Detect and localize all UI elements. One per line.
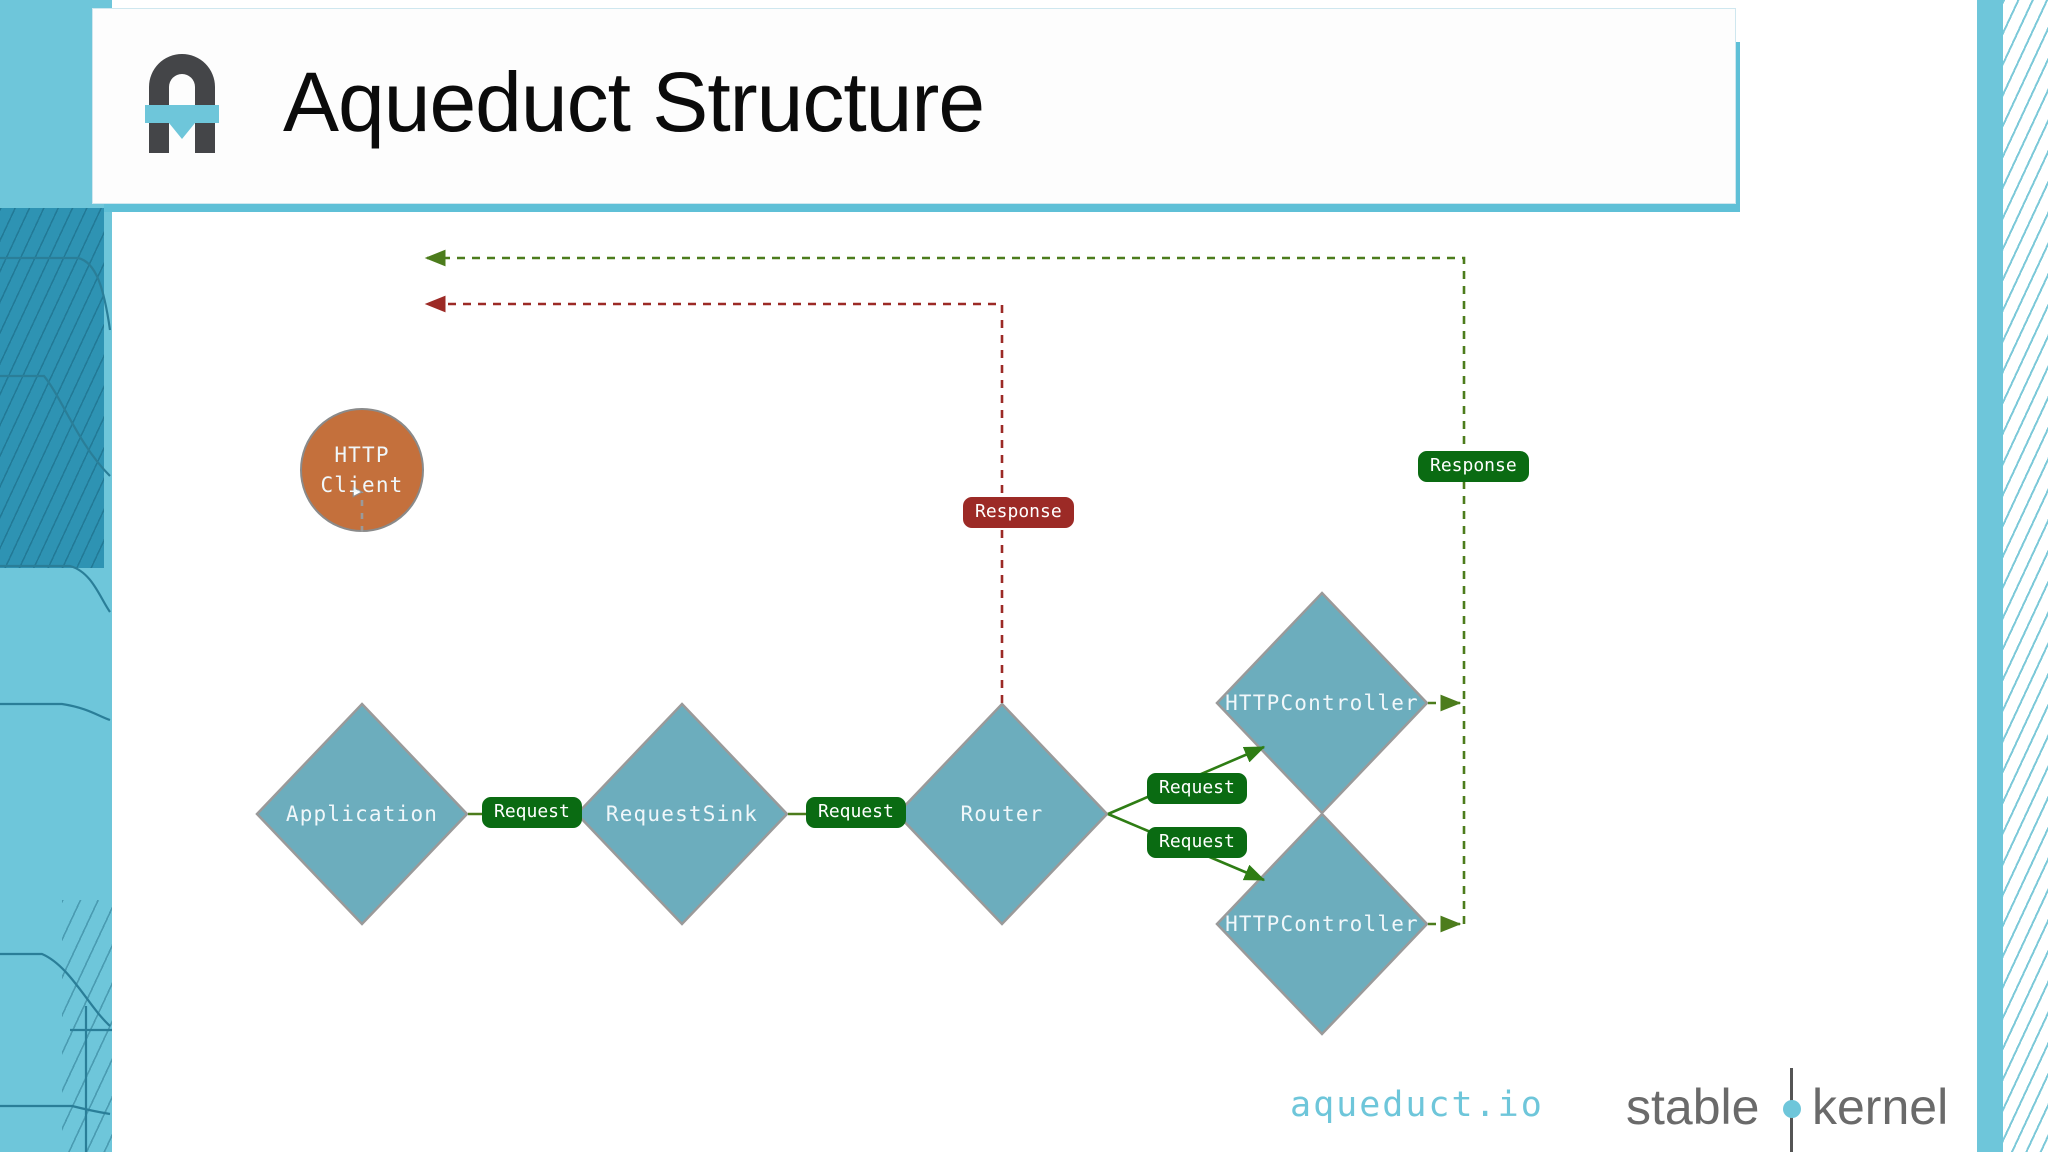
page-title: Aqueduct Structure — [283, 55, 985, 149]
diagram-vector-layer: Application (gray dashed, hollow arrow) … — [255, 249, 1466, 1036]
stable-kernel-wordmark-right: kernel — [1812, 1079, 1949, 1135]
edge-label-request-4: Request — [1147, 827, 1247, 858]
aqueduct-arch-logo-icon — [145, 54, 219, 153]
node-http-controller-1[interactable] — [1215, 591, 1429, 815]
edge-label-request-1: Request — [482, 797, 582, 828]
aqueduct-structure-diagram: Application (gray dashed, hollow arrow) … — [112, 210, 1977, 1152]
right-decoration-strip — [1977, 0, 2003, 1152]
left-decoration-curves — [0, 256, 112, 1152]
right-decoration-hatch — [2003, 0, 2048, 1152]
edge-router-to-client-response — [424, 295, 1004, 703]
node-http-client[interactable] — [300, 408, 424, 532]
title-bar: Aqueduct Structure — [92, 8, 1736, 204]
node-router[interactable] — [895, 702, 1109, 926]
edge-label-request-3: Request — [1147, 773, 1247, 804]
edge-label-response-green: Response — [1418, 451, 1529, 482]
edge-label-request-2: Request — [806, 797, 906, 828]
edge-label-response-red: Response — [963, 497, 1074, 528]
node-http-controller-2[interactable] — [1215, 812, 1429, 1036]
stable-kernel-dot-icon — [1783, 1100, 1801, 1118]
node-application[interactable] — [255, 702, 469, 926]
stable-kernel-wordmark-left: stable — [1626, 1079, 1760, 1135]
node-request-sink[interactable] — [575, 702, 789, 926]
aqueduct-io-wordmark: aqueduct.io — [1290, 1085, 1544, 1125]
edge-rail-to-client-response — [424, 249, 1466, 924]
